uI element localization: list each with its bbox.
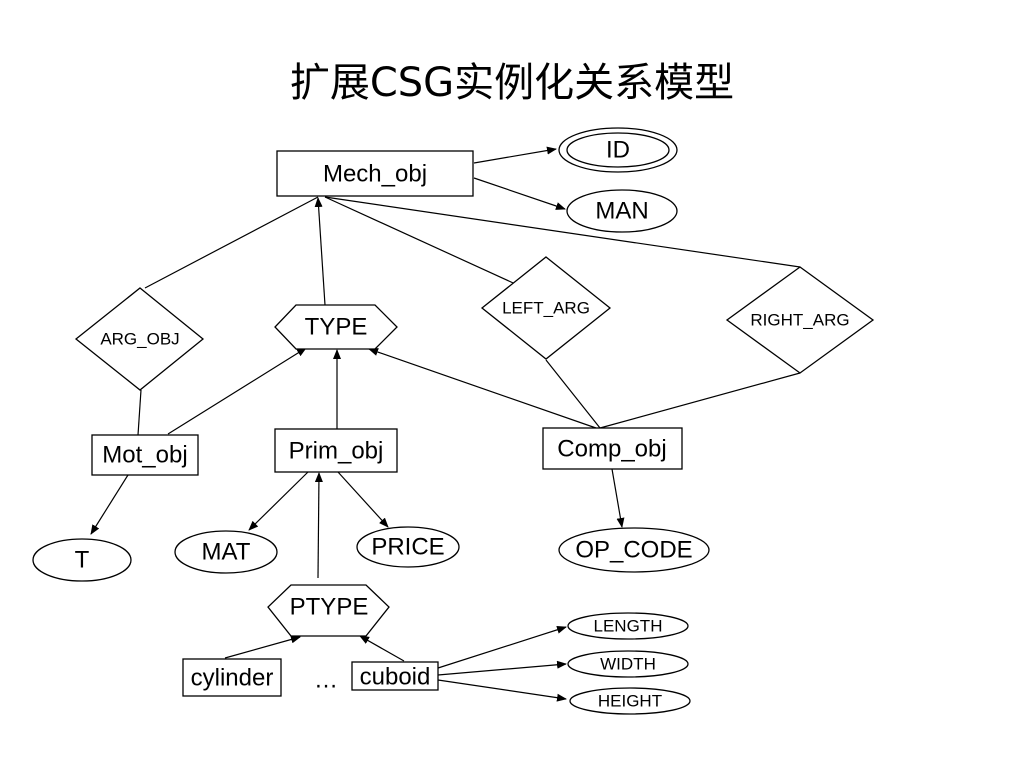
attribute-op-code: OP_CODE xyxy=(558,527,710,573)
attribute-label: MAN xyxy=(595,198,648,225)
edge-mot-type xyxy=(167,347,307,435)
relationship-right-arg: RIGHT_ARG xyxy=(725,266,875,374)
edge-rightarg-comp xyxy=(599,372,801,429)
edge-cuboid-height xyxy=(437,679,567,702)
entity-cylinder: cylinder xyxy=(182,658,282,697)
edge-type-mech xyxy=(314,197,326,306)
entity-mot-obj: Mot_obj xyxy=(91,434,199,476)
attribute-mat: MAT xyxy=(174,530,278,574)
attribute-label: OP_CODE xyxy=(575,537,692,564)
edge-argobj-mot xyxy=(137,389,142,436)
relationship-arg-obj: ARG_OBJ xyxy=(74,287,205,391)
edge-comp-opcode xyxy=(611,468,625,528)
edge-mot-t xyxy=(90,474,129,535)
entity-label: Mech_obj xyxy=(323,161,427,188)
edge-mech-man xyxy=(473,177,566,210)
attribute-height: HEIGHT xyxy=(569,687,691,715)
attribute-label: HEIGHT xyxy=(598,692,662,711)
relationship-label: LEFT_ARG xyxy=(502,299,590,318)
attribute-label: PRICE xyxy=(371,534,444,561)
entity-prim-obj: Prim_obj xyxy=(274,428,398,473)
entity-label: cuboid xyxy=(360,664,431,691)
edge-cuboid-ptype xyxy=(359,635,405,662)
ptype-node: PTYPE xyxy=(267,584,390,637)
ellipsis-text: … xyxy=(314,667,338,694)
attribute-label: LENGTH xyxy=(594,617,663,636)
edge-prim-price xyxy=(337,471,389,528)
attribute-t: T xyxy=(32,538,132,582)
entity-label: Comp_obj xyxy=(557,436,666,463)
type-label: TYPE xyxy=(305,314,368,341)
edge-leftarg-comp xyxy=(545,359,601,429)
edge-mech-id xyxy=(473,146,557,164)
entity-mech-obj: Mech_obj xyxy=(276,150,474,197)
entity-label: Prim_obj xyxy=(289,438,384,465)
attribute-length: LENGTH xyxy=(567,612,689,640)
attribute-price: PRICE xyxy=(356,526,460,568)
edge-cylinder-ptype xyxy=(224,635,301,659)
edge-cuboid-length xyxy=(437,625,567,669)
entity-cuboid: cuboid xyxy=(351,661,439,691)
attribute-label: ID xyxy=(606,137,630,164)
edge-mech-leftarg xyxy=(324,196,523,288)
edge-prim-mat xyxy=(248,471,309,531)
page-title: 扩展CSG实例化关系模型 xyxy=(289,60,735,106)
relationship-label: RIGHT_ARG xyxy=(750,311,849,330)
attribute-label: WIDTH xyxy=(600,655,656,674)
attribute-label: T xyxy=(75,547,90,574)
edge-ptype-prim xyxy=(314,472,323,579)
edge-mech-argobj xyxy=(144,196,319,289)
entity-label: cylinder xyxy=(191,665,274,692)
attribute-width: WIDTH xyxy=(567,650,689,678)
entity-label: Mot_obj xyxy=(102,442,187,469)
relationship-left-arg: LEFT_ARG xyxy=(480,256,612,360)
attribute-label: MAT xyxy=(202,539,251,566)
attribute-id: ID xyxy=(558,127,678,173)
edge-cuboid-width xyxy=(437,660,567,676)
type-node: TYPE xyxy=(274,304,398,350)
edge-comp-type xyxy=(368,348,597,429)
relationship-label: ARG_OBJ xyxy=(100,330,179,349)
edge-mech-rightarg xyxy=(324,196,801,268)
entity-comp-obj: Comp_obj xyxy=(542,427,683,470)
attribute-man: MAN xyxy=(566,189,678,233)
edges xyxy=(90,146,801,702)
ptype-label: PTYPE xyxy=(290,594,369,621)
